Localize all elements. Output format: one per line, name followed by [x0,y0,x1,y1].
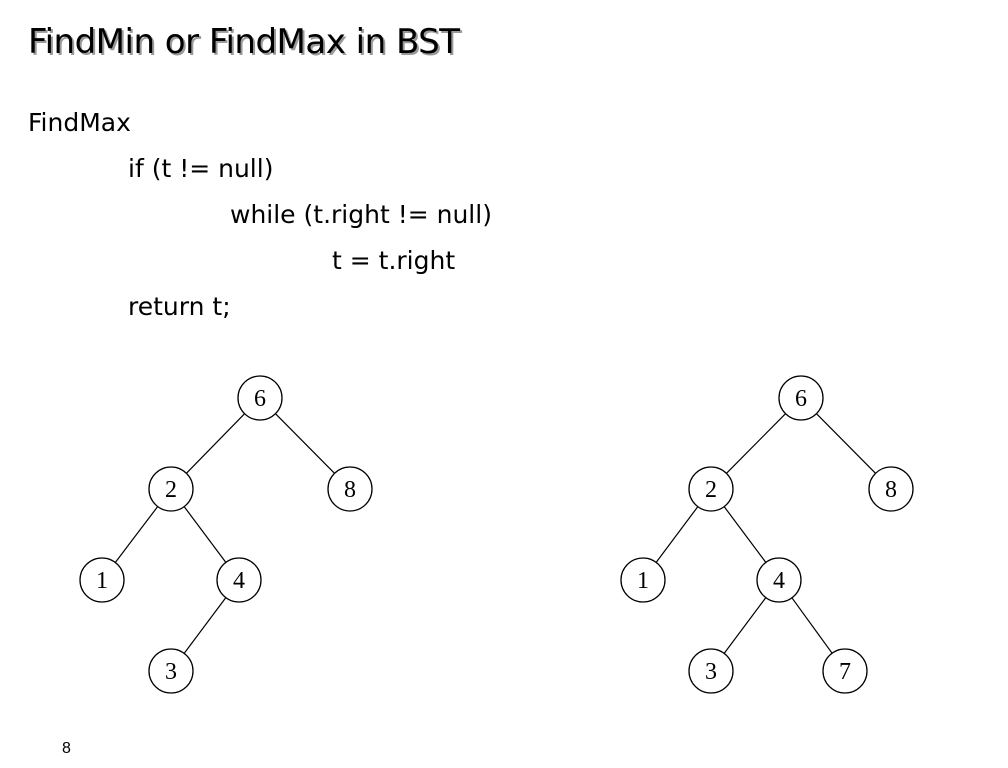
tree-node-circle [822,648,868,694]
tree-node-3: 3 [688,648,734,694]
slide-title: FindMin or FindMax in BST [28,22,460,62]
tree-node-6: 6 [778,375,824,421]
tree-node-circle [327,466,373,512]
tree-edge-2-1 [655,506,699,563]
tree-node-3: 3 [148,648,194,694]
tree-edge-4-7 [791,597,833,654]
tree-node-4: 4 [216,557,262,603]
tree-node-label: 7 [839,659,851,685]
tree-node-circle [868,466,914,512]
tree-node-7: 7 [822,648,868,694]
tree-node-label: 1 [637,568,649,594]
slide-number: 8 [62,740,71,757]
tree-node-label: 2 [705,477,717,503]
tree-node-1: 1 [620,557,666,603]
tree-edge-6-2 [185,413,246,474]
code-line-return: return t; [128,292,231,321]
tree-edge-2-1 [114,506,159,563]
code-line-function-name: FindMax [28,108,131,137]
tree-node-4: 4 [756,557,802,603]
tree-node-label: 3 [165,659,177,685]
tree-edge-6-8 [816,413,876,474]
tree-node-8: 8 [327,466,373,512]
tree-node-8: 8 [868,466,914,512]
tree-edge-4-3 [723,597,767,654]
tree-node-label: 4 [233,568,245,594]
tree-node-circle [79,557,125,603]
tree-node-label: 8 [885,477,897,503]
tree-node-circle [148,466,194,512]
tree-node-label: 6 [795,386,807,412]
code-line-if-null-check: if (t != null) [128,154,274,183]
tree-node-circle [756,557,802,603]
tree-node-label: 8 [344,477,356,503]
code-line-while-loop: while (t.right != null) [230,200,492,229]
tree-node-circle [237,375,283,421]
tree-node-6: 6 [237,375,283,421]
tree-node-label: 1 [96,568,108,594]
tree-node-label: 2 [165,477,177,503]
tree-node-1: 1 [79,557,125,603]
tree-edge-4-3 [183,597,227,654]
tree-node-circle [216,557,262,603]
tree-node-2: 2 [688,466,734,512]
tree-node-circle [778,375,824,421]
tree-edge-6-8 [275,413,335,474]
tree-node-label: 3 [705,659,717,685]
tree-node-circle [620,557,666,603]
tree-node-circle [688,466,734,512]
tree-edge-6-2 [726,413,786,474]
tree-node-circle [148,648,194,694]
tree-node-circle [688,648,734,694]
tree-node-label: 6 [254,386,266,412]
tree-node-label: 4 [773,568,785,594]
tree-edge-2-4 [183,506,227,563]
tree-edge-2-4 [723,506,767,563]
code-line-assignment: t = t.right [332,246,456,275]
tree-node-2: 2 [148,466,194,512]
